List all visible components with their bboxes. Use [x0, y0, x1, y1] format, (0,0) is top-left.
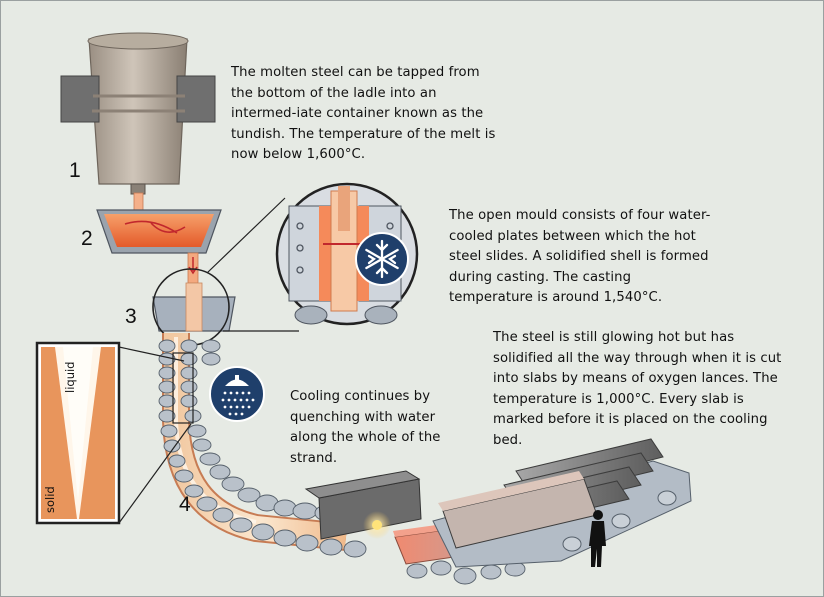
tundish [96, 209, 222, 284]
cutting-torch [304, 470, 422, 540]
step-number-1: 1 [69, 159, 81, 182]
mould-description: The open mould consists of four water-co… [449, 208, 711, 305]
ladle-description: The molten steel can be tapped from the … [231, 65, 496, 162]
step-number-2: 2 [81, 227, 93, 250]
runout-rollers [406, 560, 526, 585]
person-silhouette [589, 510, 606, 567]
step-number-3: 3 [125, 305, 137, 328]
solidification-inset [35, 341, 121, 525]
snowflake-icon [355, 232, 409, 286]
shower-icon [209, 366, 265, 422]
callout-line [206, 197, 286, 274]
slab-cutting-description: The steel is still glowing hot but has s… [493, 330, 782, 448]
callout-line [118, 423, 192, 524]
solid-label: solid [43, 486, 57, 513]
mould-zoom [275, 182, 419, 326]
cooling-bed [432, 438, 692, 568]
step-number-4: 4 [179, 493, 191, 516]
cooling-description: Cooling continues by quenching with wate… [290, 389, 441, 466]
strand-detail-box [172, 352, 194, 424]
ladle [60, 32, 216, 195]
liquid-label: liquid [63, 361, 77, 393]
